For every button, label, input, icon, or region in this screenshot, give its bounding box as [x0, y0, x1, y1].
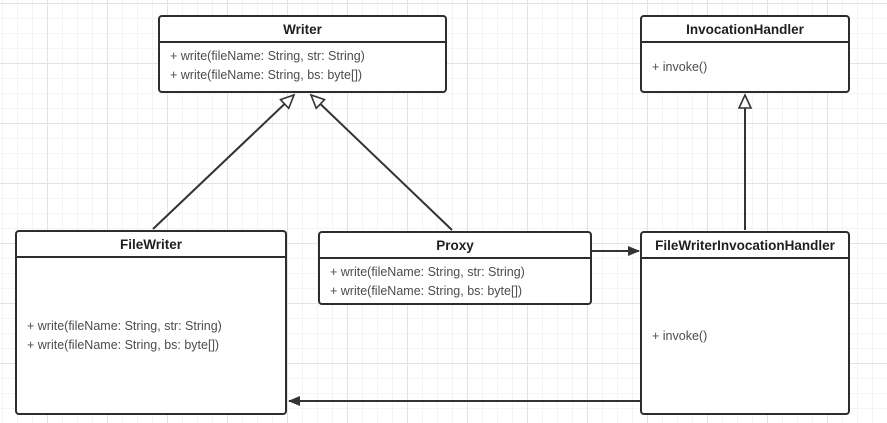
class-proxy-title: Proxy: [320, 233, 590, 259]
member-row: + write(fileName: String, bs: byte[]): [27, 337, 220, 352]
member-row: + write(fileName: String, str: String): [170, 49, 365, 63]
class-filewriterinvocationhandler[interactable]: FileWriterInvocationHandler + invoke(): [640, 231, 850, 415]
class-invocationhandler[interactable]: InvocationHandler + invoke(): [640, 15, 850, 93]
member-row: + invoke(): [652, 59, 708, 74]
member-row: + write(fileName: String, str: String): [330, 265, 525, 279]
class-writer-title: Writer: [160, 17, 445, 43]
class-filewriter-members: + write(fileName: String, str: String) +…: [17, 258, 285, 413]
member-row: + write(fileName: String, bs: byte[]): [170, 68, 363, 82]
generalization-filewriter-to-writer[interactable]: [152, 95, 294, 230]
class-filewriter-title: FileWriter: [17, 232, 285, 258]
class-filewriterinvocationhandler-members: + invoke(): [642, 259, 848, 413]
class-invocationhandler-title: InvocationHandler: [642, 17, 848, 43]
class-filewriterinvocationhandler-title: FileWriterInvocationHandler: [642, 233, 848, 259]
member-row: + write(fileName: String, str: String): [27, 318, 222, 333]
class-writer[interactable]: Writer + write(fileName: String, str: St…: [158, 15, 447, 93]
class-writer-members: + write(fileName: String, str: String) +…: [160, 43, 445, 91]
class-proxy[interactable]: Proxy + write(fileName: String, str: Str…: [318, 231, 592, 305]
member-row: + invoke(): [652, 328, 708, 343]
generalization-proxy-to-writer[interactable]: [311, 95, 453, 231]
member-row: + write(fileName: String, bs: byte[]): [330, 284, 523, 298]
class-proxy-members: + write(fileName: String, str: String) +…: [320, 259, 590, 303]
class-filewriter[interactable]: FileWriter + write(fileName: String, str…: [15, 230, 287, 415]
class-invocationhandler-members: + invoke(): [642, 43, 848, 91]
